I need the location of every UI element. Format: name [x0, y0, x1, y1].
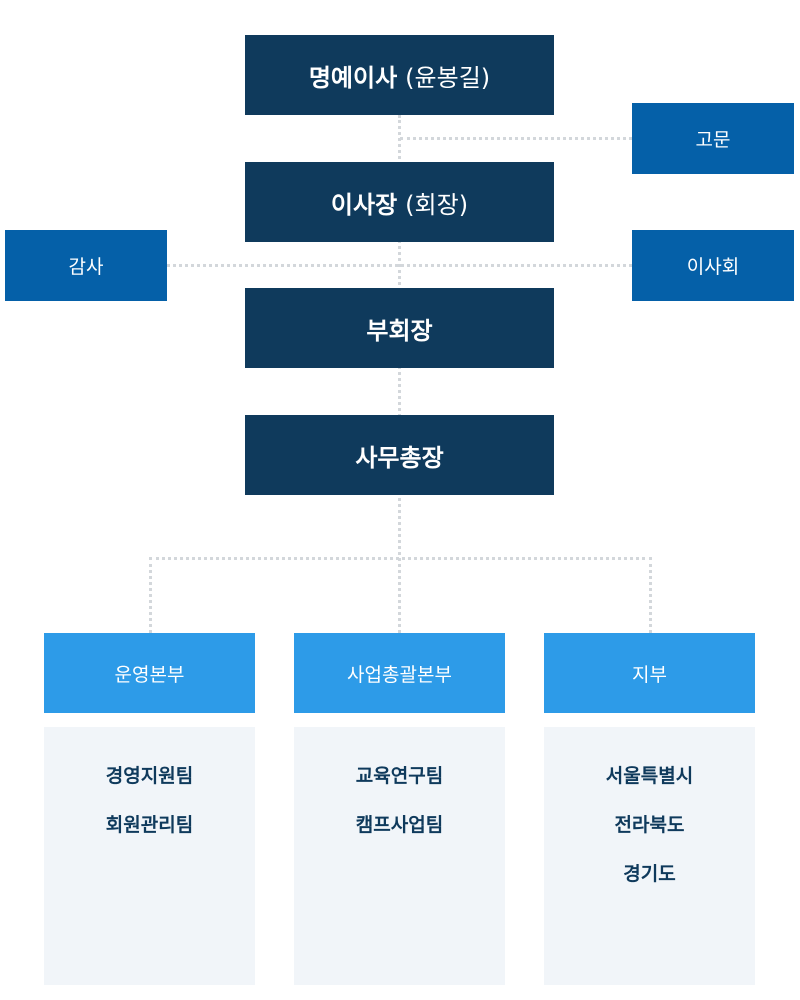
- connector-advisor: [400, 137, 632, 140]
- division-label: 지부: [632, 663, 667, 686]
- board-label: 이사회: [686, 256, 740, 278]
- honorary-chairman-title: 명예이사: [308, 63, 398, 92]
- operations-teams-panel: 경영지원팀 회원관리팀: [44, 727, 255, 985]
- audit-box: 감사: [5, 230, 167, 301]
- division-label: 사업총괄본부: [347, 663, 452, 686]
- president-title: 이사장: [330, 190, 398, 219]
- connector-division-left: [149, 557, 152, 633]
- branch-item: 경기도: [623, 863, 676, 885]
- connector-division-right: [649, 557, 652, 633]
- audit-label: 감사: [68, 256, 104, 278]
- vice-chairman-box: 부회장: [245, 288, 554, 368]
- team-item: 회원관리팀: [105, 814, 194, 836]
- branches-panel: 서울특별시 전라북도 경기도: [544, 727, 755, 985]
- secretary-general-box: 사무총장: [245, 415, 554, 495]
- division-branches-box: 지부: [544, 633, 755, 713]
- honorary-chairman-name: (윤봉길): [405, 63, 491, 92]
- secretary-general-label: 사무총장: [355, 443, 444, 472]
- team-item: 교육연구팀: [355, 765, 444, 787]
- president-name: (회장): [405, 190, 469, 219]
- team-item: 캠프사업팀: [355, 814, 444, 836]
- board-box: 이사회: [632, 230, 794, 301]
- connector-main-vertical: [398, 115, 401, 633]
- division-business-box: 사업총괄본부: [294, 633, 505, 713]
- team-item: 경영지원팀: [105, 765, 194, 787]
- president-box: 이사장 (회장): [245, 162, 554, 242]
- business-teams-panel: 교육연구팀 캠프사업팀: [294, 727, 505, 985]
- branch-item: 서울특별시: [605, 765, 694, 787]
- connector-audit-board: [167, 264, 632, 267]
- advisor-label: 고문: [695, 129, 731, 151]
- division-operations-box: 운영본부: [44, 633, 255, 713]
- connector-divisions-horizontal: [149, 557, 652, 560]
- honorary-chairman-box: 명예이사 (윤봉길): [245, 35, 554, 115]
- advisor-box: 고문: [632, 103, 794, 174]
- division-label: 운영본부: [114, 663, 185, 686]
- vice-chairman-label: 부회장: [366, 316, 433, 345]
- branch-item: 전라북도: [614, 814, 685, 836]
